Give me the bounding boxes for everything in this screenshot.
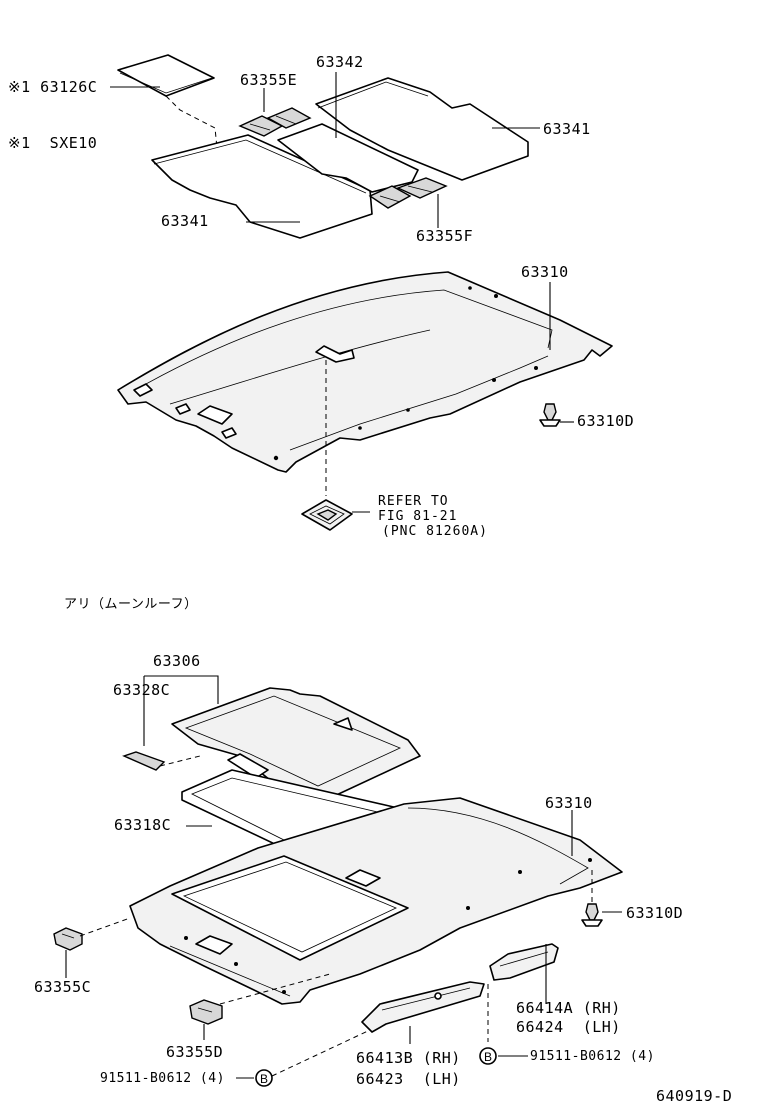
grip-66413b [361,981,485,1033]
label-66413b: 66413B (RH) [356,1049,461,1067]
ref-circle-b-right [479,1047,497,1065]
clip-63328c [122,751,166,771]
headliner-63310-lower [129,797,623,1005]
label-66424: 66424 (LH) [516,1018,621,1036]
label-63355c: 63355C [34,978,92,996]
pad-63341-right [315,77,529,181]
label-63355f: 63355F [416,227,474,245]
label-63318c: 63318C [114,816,172,834]
label-63310-upper: 63310 [521,263,569,281]
leader-63306 [144,675,219,704]
label-bolt-right: 91511-B0612 (4) [530,1049,655,1064]
bracket-63355d [189,999,223,1025]
headliner-63310-upper [117,271,613,473]
refer-line1: REFER TO [378,494,449,509]
label-63355e: 63355E [240,71,298,89]
figure-id: 640919-D [656,1087,733,1105]
dash-63328c [159,755,201,767]
label-63310d-lower: 63310D [626,904,684,922]
section-heading-moonroof: アリ（ムーンルーフ） [64,597,198,612]
label-63342: 63342 [316,53,364,71]
dash-bolt-left [271,1029,371,1077]
refer-line2: FIG 81-21 [378,509,458,524]
bracket-63355f [368,177,448,209]
pad-63126c [117,54,215,97]
label-bolt-left: 91511-B0612 (4) [100,1071,225,1086]
label-63328c: 63328C [113,681,171,699]
refer-line3: (PNC 81260A) [382,524,488,539]
label-63126c: ※1 63126C [8,78,98,96]
bracket-63355e [238,107,312,137]
bracket-63355c [53,927,83,951]
grip-66414a [489,943,559,981]
label-63310-lower: 63310 [545,794,593,812]
label-63355d: 63355D [166,1043,224,1061]
sunshade-63306 [171,687,421,799]
ref-circle-b-left [255,1069,273,1087]
label-63310d-upper: 63310D [577,412,635,430]
label-63341-right: 63341 [543,120,591,138]
clip-63310d-upper [539,403,561,427]
dash-63355c [79,917,131,937]
dome-lamp [301,499,353,531]
label-66423: 66423 (LH) [356,1070,461,1088]
clip-63310d-lower [581,903,603,927]
ref-b-left-text: B [260,1072,268,1086]
dash-63355d [219,973,331,1005]
label-66414a: 66414A (RH) [516,999,621,1017]
label-63306: 63306 [153,652,201,670]
label-63341-left: 63341 [161,212,209,230]
label-sxe10: ※1 SXE10 [8,134,98,152]
ref-b-right-text: B [484,1050,492,1064]
